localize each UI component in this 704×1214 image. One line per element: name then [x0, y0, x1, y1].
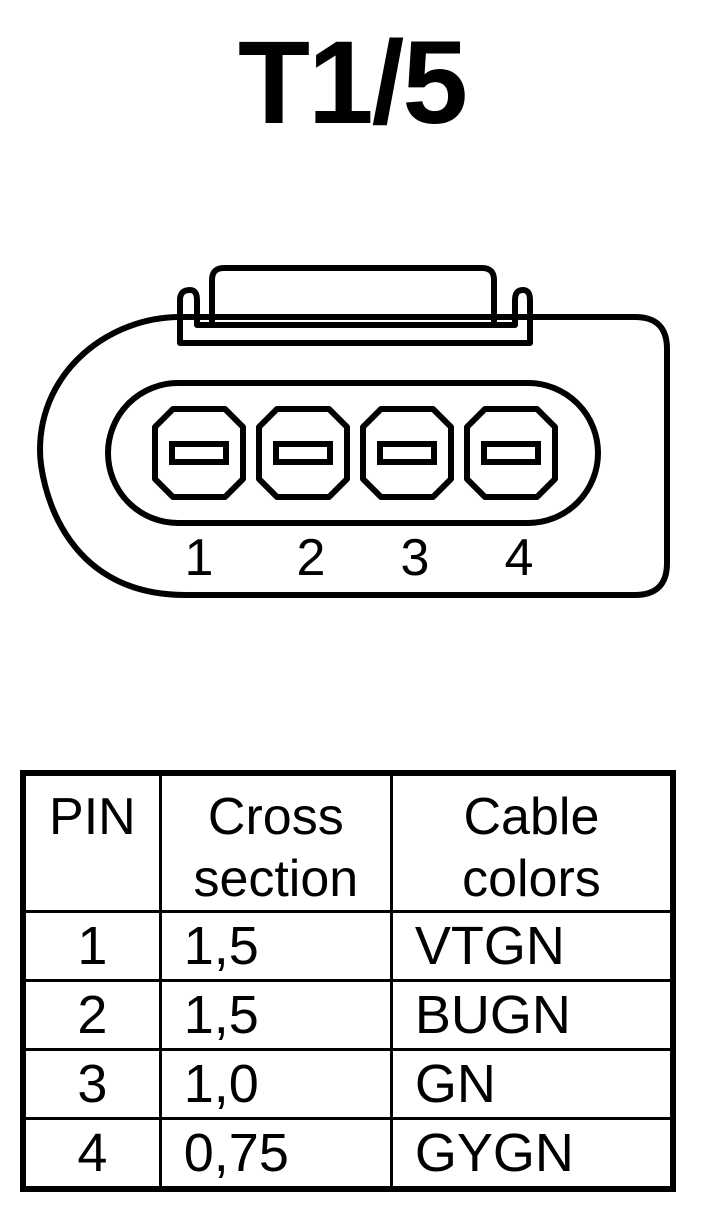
header-pin: PIN — [21, 771, 162, 913]
connector-diagram: 1 2 3 4 — [37, 265, 670, 598]
pin-assignment-table: PIN Cross section Cable colors 1 1,5 VTG… — [20, 770, 676, 1192]
cell-cable-color: VTGN — [389, 910, 675, 982]
cell-cable-color: GN — [389, 1048, 675, 1120]
table-row: 1 1,5 VTGN — [21, 910, 675, 982]
connector-title: T1/5 — [237, 17, 468, 149]
header-cable-colors-line1: Cable — [463, 788, 600, 846]
pin-number-label: 3 — [401, 529, 430, 587]
header-cable-colors-line2: colors — [462, 850, 601, 908]
connector-latch — [177, 287, 533, 346]
pin-terminal — [464, 406, 558, 500]
pin-terminal — [256, 406, 350, 500]
cell-cross-section: 1,5 — [158, 910, 393, 982]
pin-slot — [481, 441, 541, 465]
cell-cable-color: BUGN — [389, 979, 675, 1051]
cell-pin: 2 — [21, 979, 162, 1051]
cell-cross-section: 1,0 — [158, 1048, 393, 1120]
cell-pin: 4 — [21, 1117, 162, 1191]
cell-pin: 1 — [21, 910, 162, 982]
header-cable-colors: Cable colors — [389, 771, 675, 913]
table-row: 2 1,5 BUGN — [21, 979, 675, 1051]
pin-slot — [273, 441, 333, 465]
table-header-row: PIN Cross section Cable colors — [21, 771, 675, 913]
header-cross-section-line2: section — [193, 850, 359, 908]
cell-cross-section: 1,5 — [158, 979, 393, 1051]
header-cross-section: Cross section — [158, 771, 393, 913]
table-row: 4 0,75 GYGN — [21, 1117, 675, 1191]
cell-cable-color: GYGN — [389, 1117, 675, 1191]
connector-housing — [37, 314, 670, 598]
cell-cross-section: 0,75 — [158, 1117, 393, 1191]
pin-slot — [377, 441, 437, 465]
cell-pin: 3 — [21, 1048, 162, 1120]
pin-cavity — [105, 380, 601, 526]
pin-terminal — [152, 406, 246, 500]
pin-number-label: 1 — [185, 529, 214, 587]
table-row: 3 1,0 GN — [21, 1048, 675, 1120]
pin-number-label: 2 — [297, 529, 326, 587]
pin-number-label: 4 — [505, 529, 534, 587]
connector-latch-top — [209, 265, 497, 325]
header-cross-section-line1: Cross — [207, 788, 344, 846]
pin-terminal — [360, 406, 454, 500]
pin-slot — [169, 441, 229, 465]
